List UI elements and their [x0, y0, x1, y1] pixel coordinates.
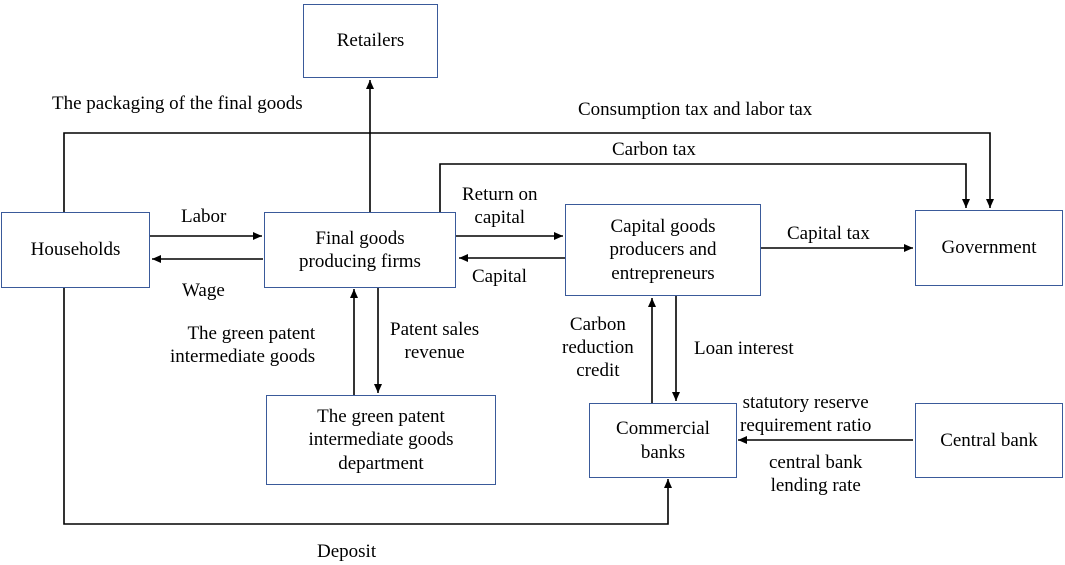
text-line: Consumption tax and labor tax — [578, 99, 813, 120]
capital-tax-label: Capital tax — [787, 222, 870, 245]
text-line: lending rate — [770, 475, 861, 497]
text-line: statutory reserve — [742, 392, 869, 413]
text-line: Central bank — [940, 429, 1038, 451]
deposit-label: Deposit — [317, 540, 376, 563]
retailers-label: Retailers — [337, 29, 405, 52]
arrow-deposit — [63, 288, 672, 525]
carbon-tax-label: Carbon tax — [612, 138, 696, 161]
loan-interest-label: Loan interest — [694, 337, 794, 360]
text-line: Commercial — [616, 418, 710, 440]
packaging-label: The packaging of the final goods — [52, 92, 303, 115]
text-line: Retailers — [336, 30, 405, 52]
text-line: intermediate goods — [308, 429, 454, 451]
text-line: central bank — [769, 452, 863, 473]
text-line: Deposit — [317, 541, 377, 562]
consumption-labor-tax-label: Consumption tax and labor tax — [578, 98, 812, 121]
text-line: producers and — [609, 239, 717, 261]
central-bank-box: Central bank — [915, 403, 1063, 478]
text-line: Wage — [182, 280, 225, 301]
text-line: banks — [640, 441, 686, 463]
text-line: capital — [474, 207, 526, 229]
arrow-carbon-tax — [439, 163, 970, 212]
text-line: Carbon tax — [612, 139, 696, 160]
text-line: Government — [941, 237, 1037, 259]
government-box: Government — [915, 210, 1063, 286]
text-line: Capital tax — [787, 223, 870, 244]
text-line: department — [338, 452, 424, 474]
text-line: Households — [30, 239, 121, 261]
text-line: producing firms — [299, 251, 421, 272]
text-line: credit — [576, 360, 620, 382]
central-bank-label: Central bank — [940, 429, 1038, 452]
text-line: The packaging of the final goods — [52, 93, 303, 114]
text-line: The green patent — [317, 406, 445, 428]
text-line: Labor — [181, 206, 227, 227]
text-line: intermediate goods — [170, 346, 316, 368]
labor-label: Labor — [181, 205, 226, 228]
households-label: Households — [31, 238, 121, 261]
text-line: The green patent — [187, 323, 316, 344]
text-line: Return on — [462, 184, 538, 205]
arrow-consumption-labor-tax — [63, 132, 994, 212]
text-line: Final goods — [315, 227, 405, 249]
government-label: Government — [942, 236, 1037, 259]
text-line: Loan interest — [694, 338, 794, 359]
retailers-box: Retailers — [303, 4, 438, 78]
text-line: Capital goods — [610, 216, 716, 238]
text-line: entrepreneurs — [611, 262, 715, 284]
wage-label: Wage — [182, 279, 225, 302]
capital-label: Capital — [472, 265, 527, 288]
text-line: revenue — [404, 342, 465, 364]
text-line: Patent sales — [390, 319, 480, 340]
text-line: requirement ratio — [740, 415, 872, 437]
text-line: Capital — [472, 266, 527, 287]
text-line: reduction — [562, 337, 634, 359]
text-line: Carbon — [569, 314, 626, 335]
households-box: Households — [1, 212, 150, 288]
